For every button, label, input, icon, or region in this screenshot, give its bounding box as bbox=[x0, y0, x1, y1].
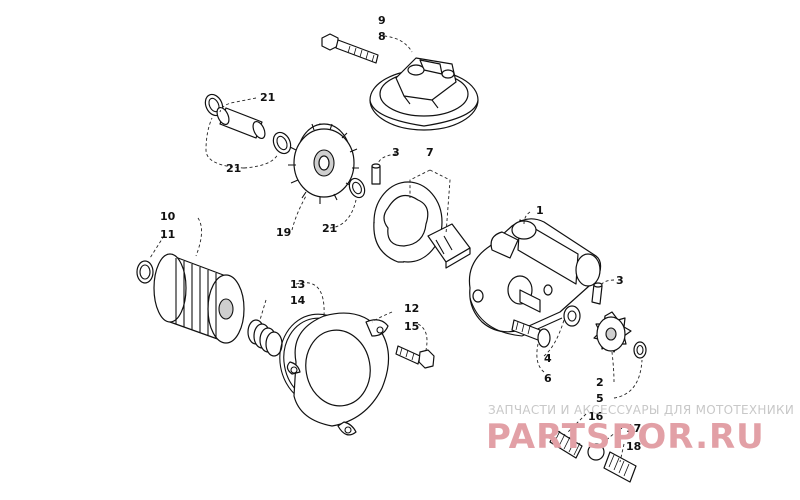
part-oil-filter-cap bbox=[369, 57, 479, 131]
callout-21-right: 21 bbox=[322, 222, 337, 235]
part-oring-filter bbox=[136, 260, 154, 284]
part-pump-body bbox=[468, 218, 602, 337]
callout-20: 21 bbox=[260, 91, 275, 104]
part-filter-cover bbox=[286, 312, 390, 436]
watermark-brand: PARTSPOR.RU bbox=[486, 417, 765, 457]
callout-4: 4 bbox=[544, 352, 552, 365]
part-bolt-top bbox=[321, 33, 379, 64]
callout-10: 10 bbox=[160, 210, 176, 223]
part-dowel-pin-right bbox=[591, 282, 603, 305]
callout-18: 18 bbox=[626, 440, 641, 453]
part-circlip-small bbox=[633, 341, 647, 359]
watermark-tagline: ЗАПЧАСТИ И АКСЕССУАРЫ ДЛЯ МОТОТЕХНИКИ bbox=[488, 403, 794, 417]
part-relief-plug bbox=[603, 451, 637, 483]
callout-12: 12 bbox=[404, 302, 419, 315]
callout-3-upper: 3 bbox=[392, 146, 400, 159]
part-circlip-right-of-gear bbox=[348, 177, 366, 199]
callout-21-left: 21 bbox=[226, 162, 241, 175]
callout-labels: 9 8 21 21 3 7 19 21 1 3 4 6 2 5 10 11 13… bbox=[160, 14, 641, 453]
part-relief-spring bbox=[549, 429, 583, 459]
callout-6: 6 bbox=[544, 372, 552, 385]
callout-14: 14 bbox=[290, 294, 306, 307]
part-filter-spring bbox=[247, 319, 283, 357]
callout-1: 1 bbox=[536, 204, 544, 217]
part-washer-screw bbox=[563, 305, 581, 327]
part-dowel-pin-upper bbox=[371, 163, 381, 185]
callout-11: 11 bbox=[160, 228, 175, 241]
callout-2: 2 bbox=[596, 376, 604, 389]
part-drive-gear bbox=[288, 123, 359, 204]
part-cover-bolt bbox=[395, 345, 435, 369]
part-small-gear bbox=[593, 311, 632, 353]
callout-9: 9 bbox=[378, 14, 386, 27]
callout-7: 7 bbox=[426, 146, 434, 159]
part-pump-rotor-outer bbox=[373, 181, 443, 263]
leader-lines bbox=[149, 35, 643, 463]
callout-5: 5 bbox=[596, 392, 604, 405]
callout-8: 8 bbox=[378, 30, 386, 43]
callout-17: 17 bbox=[626, 422, 641, 435]
callout-15: 15 bbox=[404, 320, 419, 333]
callout-16: 16 bbox=[588, 410, 604, 423]
part-relief-ball bbox=[587, 443, 605, 461]
callout-3-right: 3 bbox=[616, 274, 624, 287]
callout-19: 19 bbox=[276, 226, 291, 239]
callout-13: 13 bbox=[290, 278, 305, 291]
part-shaft-pin bbox=[216, 106, 266, 140]
part-circlip-mid-left bbox=[272, 131, 292, 155]
watermark: ЗАПЧАСТИ И АКСЕССУАРЫ ДЛЯ МОТОТЕХНИКИ PA… bbox=[486, 403, 794, 457]
part-oil-filter bbox=[153, 253, 245, 344]
part-pump-rotor-inner bbox=[427, 223, 471, 269]
part-pan-screw bbox=[511, 319, 551, 348]
